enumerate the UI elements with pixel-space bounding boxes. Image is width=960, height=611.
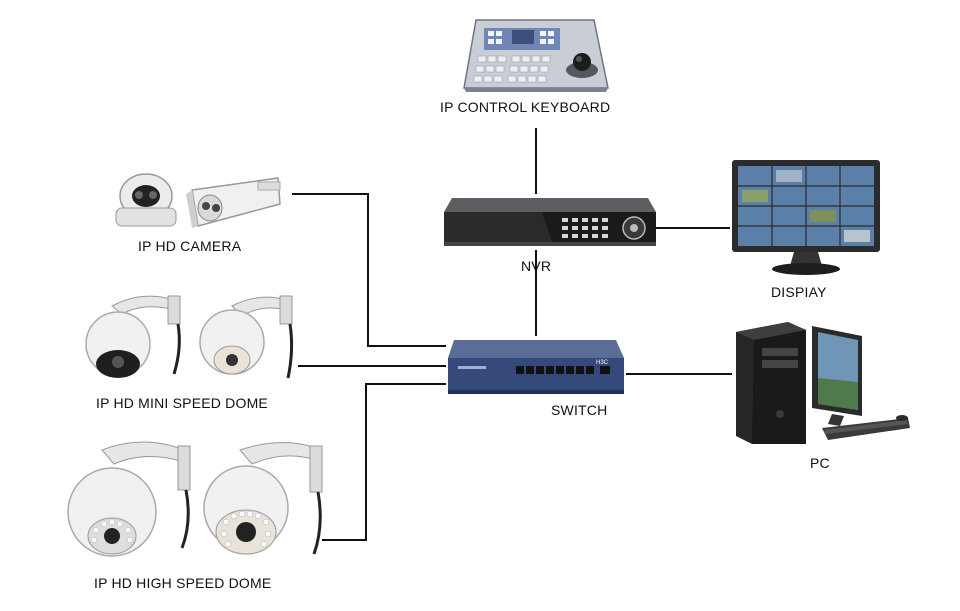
label-switch: SWITCH xyxy=(551,402,608,418)
nvr-recorder xyxy=(444,198,656,246)
ip-hd-high-speed-dome xyxy=(67,441,323,557)
pc-computer xyxy=(736,322,910,444)
switch-brand-badge: H3C xyxy=(596,360,609,366)
label-ip-control-keyboard: IP CONTROL KEYBOARD xyxy=(440,99,611,115)
display-monitor xyxy=(732,160,880,275)
label-ip-hd-camera: IP HD CAMERA xyxy=(138,238,242,254)
ip-hd-mini-speed-dome xyxy=(85,295,294,379)
label-nvr: NVR xyxy=(521,258,552,274)
label-display: DISPIAY xyxy=(771,284,827,300)
label-ip-hd-mini-speed-dome: IP HD MINI SPEED DOME xyxy=(96,395,268,411)
line-highdome-switch xyxy=(322,383,446,541)
ip-hd-camera xyxy=(115,173,281,228)
label-pc: PC xyxy=(810,455,830,471)
line-camera-switch xyxy=(292,193,446,347)
ip-control-keyboard xyxy=(463,19,609,92)
label-ip-hd-high-speed-dome: IP HD HIGH SPEED DOME xyxy=(94,575,272,591)
network-switch: H3C xyxy=(448,340,624,394)
